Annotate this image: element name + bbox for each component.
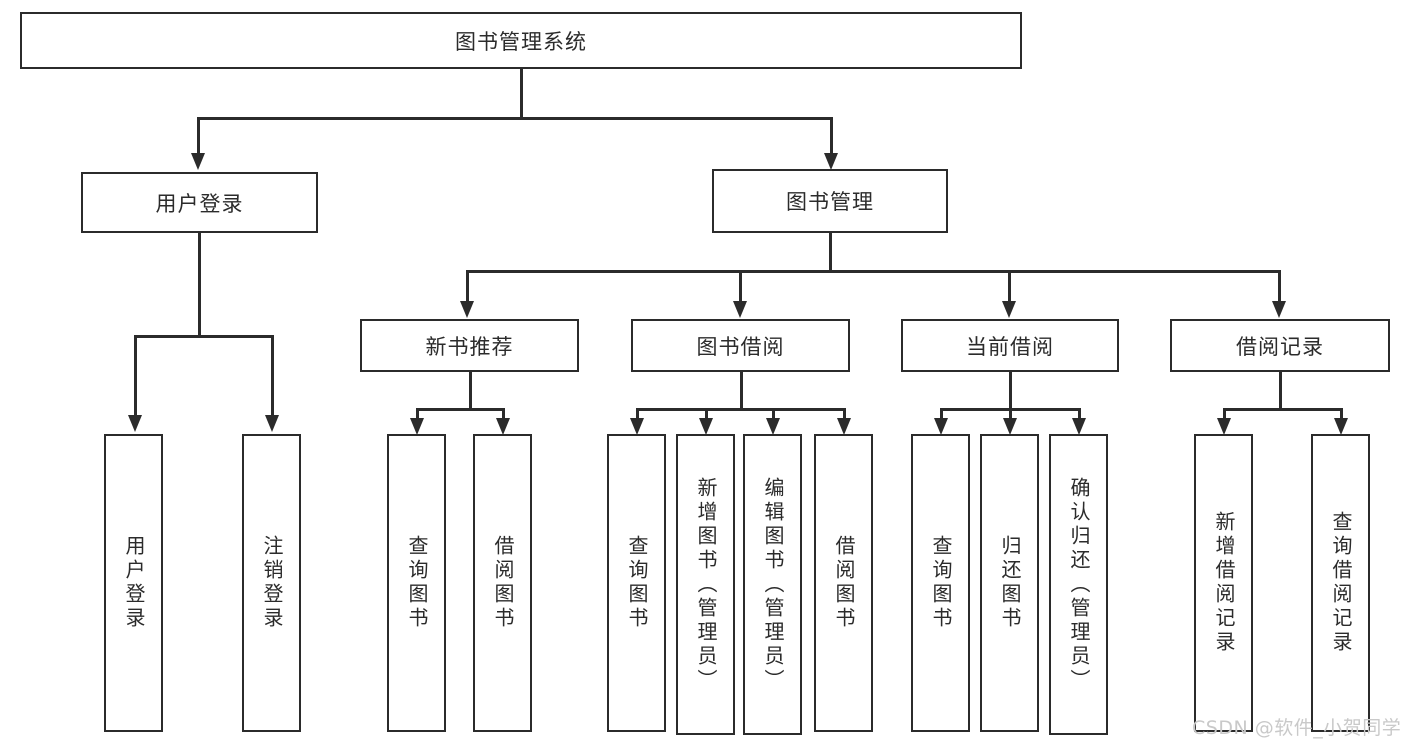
leaf-logout[interactable]: 注销登录 [242,434,301,732]
node-user-login-label: 用户登录 [155,191,244,216]
arrow-book-borrow-to-leaf-3 [766,418,780,435]
node-new-book-recommend-label: 新书推荐 [425,334,514,359]
connector-book-mgmt-bar [466,270,1281,273]
leaf-query-book-current[interactable]: 查询图书 [911,434,970,732]
node-root-label: 图书管理系统 [455,29,587,54]
connector-new-book-to-leaf-1 [416,408,419,420]
connector-current-borrow-to-leaf-3 [1078,408,1081,420]
arrow-root-to-user-login [191,153,205,170]
node-book-management[interactable]: 图书管理 [712,169,948,233]
arrow-book-mgmt-to-current-borrow [1002,301,1016,318]
leaf-user-login-label: 用户登录 [122,535,146,631]
arrow-book-borrow-to-leaf-1 [630,418,644,435]
arrow-book-mgmt-to-book-borrow [733,301,747,318]
leaf-user-login[interactable]: 用户登录 [104,434,163,732]
leaf-query-book-recommend-label: 查询图书 [405,535,429,631]
connector-book-borrow-to-leaf-3 [772,408,775,420]
connector-book-borrow-stem [740,372,743,408]
connector-book-mgmt-to-book-borrow [739,270,742,303]
node-current-borrow[interactable]: 当前借阅 [901,319,1119,372]
connector-book-borrow-bar [636,408,845,411]
connector-root-to-book-mgmt [830,117,833,155]
node-book-borrow-label: 图书借阅 [696,334,785,359]
node-borrow-record-label: 借阅记录 [1236,334,1324,359]
leaf-edit-book-admin[interactable]: 编辑图书（管理员） [743,434,802,735]
arrow-book-mgmt-to-borrow-record [1272,301,1286,318]
csdn-watermark: CSDN @软件_小贺同学 [1192,717,1402,739]
node-borrow-record[interactable]: 借阅记录 [1170,319,1390,372]
leaf-query-book-recommend[interactable]: 查询图书 [387,434,446,732]
arrow-root-to-book-mgmt [824,153,838,170]
leaf-confirm-return-admin-label: 确认归还（管理员） [1067,476,1091,693]
leaf-borrow-book-label: 借阅图书 [832,535,856,631]
connector-current-borrow-stem [1009,372,1012,408]
leaf-edit-book-admin-label: 编辑图书（管理员） [761,476,785,693]
arrow-borrow-record-to-leaf-1 [1217,418,1231,435]
connector-user-login-bar [134,335,273,338]
arrow-current-borrow-to-leaf-1 [934,418,948,435]
leaf-add-book-admin-label: 新增图书（管理员） [694,476,718,693]
leaf-borrow-book[interactable]: 借阅图书 [814,434,873,732]
connector-new-book-stem [469,372,472,408]
leaf-borrow-book-recommend-label: 借阅图书 [491,535,515,631]
leaf-return-book[interactable]: 归还图书 [980,434,1039,732]
connector-book-borrow-to-leaf-2 [705,408,708,420]
node-user-login[interactable]: 用户登录 [81,172,318,233]
connector-book-mgmt-to-current-borrow [1008,270,1011,303]
connector-book-borrow-to-leaf-4 [843,408,846,420]
connector-current-borrow-to-leaf-2 [1009,408,1012,420]
leaf-query-book-borrow[interactable]: 查询图书 [607,434,666,732]
leaf-query-book-current-label: 查询图书 [929,535,953,631]
connector-borrow-record-to-leaf-2 [1340,408,1343,420]
arrow-current-borrow-to-leaf-2 [1003,418,1017,435]
connector-borrow-record-bar [1223,408,1342,411]
leaf-add-borrow-record[interactable]: 新增借阅记录 [1194,434,1253,732]
connector-user-login-to-leaf-1 [134,335,137,417]
connector-borrow-record-to-leaf-1 [1223,408,1226,420]
arrow-book-mgmt-to-new-book [460,301,474,318]
arrow-book-borrow-to-leaf-4 [837,418,851,435]
leaf-query-book-borrow-label: 查询图书 [625,535,649,631]
arrow-new-book-to-leaf-2 [496,418,510,435]
leaf-add-borrow-record-label: 新增借阅记录 [1212,511,1236,655]
connector-borrow-record-stem [1279,372,1282,408]
connector-book-mgmt-to-borrow-record [1278,270,1281,303]
node-new-book-recommend[interactable]: 新书推荐 [360,319,579,372]
leaf-confirm-return-admin[interactable]: 确认归还（管理员） [1049,434,1108,735]
connector-book-borrow-to-leaf-1 [636,408,639,420]
arrow-borrow-record-to-leaf-2 [1334,418,1348,435]
node-book-management-label: 图书管理 [786,190,874,214]
connector-new-book-to-leaf-2 [502,408,505,420]
leaf-add-book-admin[interactable]: 新增图书（管理员） [676,434,735,735]
node-root[interactable]: 图书管理系统 [20,12,1022,69]
leaf-return-book-label: 归还图书 [998,535,1022,631]
connector-root-to-user-login [197,117,200,155]
leaf-borrow-book-recommend[interactable]: 借阅图书 [473,434,532,732]
arrow-new-book-to-leaf-1 [410,418,424,435]
connector-book-mgmt-stem [829,233,832,270]
arrow-book-borrow-to-leaf-2 [699,418,713,435]
arrow-current-borrow-to-leaf-3 [1072,418,1086,435]
arrow-user-login-to-leaf-2 [265,415,279,432]
connector-current-borrow-to-leaf-1 [940,408,943,420]
connector-book-mgmt-to-new-book [466,270,469,303]
leaf-logout-label: 注销登录 [260,535,284,631]
connector-root-bar [197,117,833,120]
node-book-borrow[interactable]: 图书借阅 [631,319,850,372]
leaf-query-borrow-record-label: 查询借阅记录 [1329,511,1353,655]
node-current-borrow-label: 当前借阅 [966,334,1054,359]
leaf-query-borrow-record[interactable]: 查询借阅记录 [1311,434,1370,732]
connector-user-login-to-leaf-2 [271,335,274,417]
connector-user-login-stem [198,233,201,335]
connector-root-stem [520,69,523,117]
arrow-user-login-to-leaf-1 [128,415,142,432]
connector-new-book-bar [416,408,504,411]
